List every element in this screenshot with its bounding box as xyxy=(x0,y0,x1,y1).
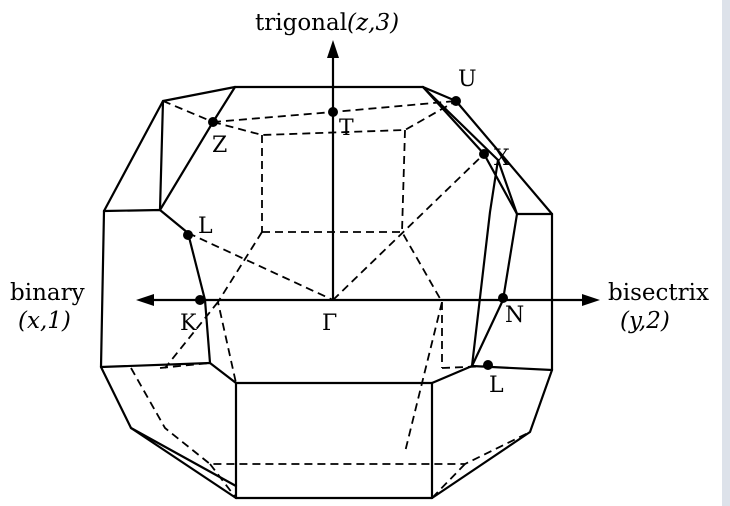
axes xyxy=(136,40,600,306)
point-L-left xyxy=(183,230,193,240)
binary-axis-label: binary xyxy=(10,280,85,306)
point-T xyxy=(328,107,338,117)
visible-edges xyxy=(99,85,554,500)
symmetry-points xyxy=(183,96,508,370)
label-L-right: L xyxy=(489,373,504,398)
page-edge xyxy=(722,0,730,506)
label-Gamma: Γ xyxy=(322,311,337,336)
point-K xyxy=(195,295,205,305)
bisectrix-axis-coord: (y,2) xyxy=(620,308,670,334)
point-N xyxy=(498,293,508,303)
point-L-right xyxy=(483,360,493,370)
point-Z xyxy=(208,117,218,127)
bisectrix-axis-label: bisectrix xyxy=(608,280,709,306)
label-Z: Z xyxy=(212,133,227,158)
labels: trigonal(z,3) binary (x,1) bisectrix (y,… xyxy=(10,10,709,398)
binary-axis-coord: (x,1) xyxy=(18,308,71,334)
label-T: T xyxy=(339,116,354,141)
label-K: K xyxy=(180,311,197,336)
point-U xyxy=(451,96,461,106)
binary-arrowhead xyxy=(136,294,154,306)
trigonal-arrowhead xyxy=(327,40,339,58)
label-L-left: L xyxy=(198,214,213,239)
label-N: N xyxy=(505,303,524,328)
point-X xyxy=(479,149,489,159)
trigonal-axis-label: trigonal(z,3) xyxy=(255,10,399,36)
label-X: X xyxy=(494,146,510,171)
label-U: U xyxy=(458,67,477,92)
bisectrix-arrowhead xyxy=(582,294,600,306)
